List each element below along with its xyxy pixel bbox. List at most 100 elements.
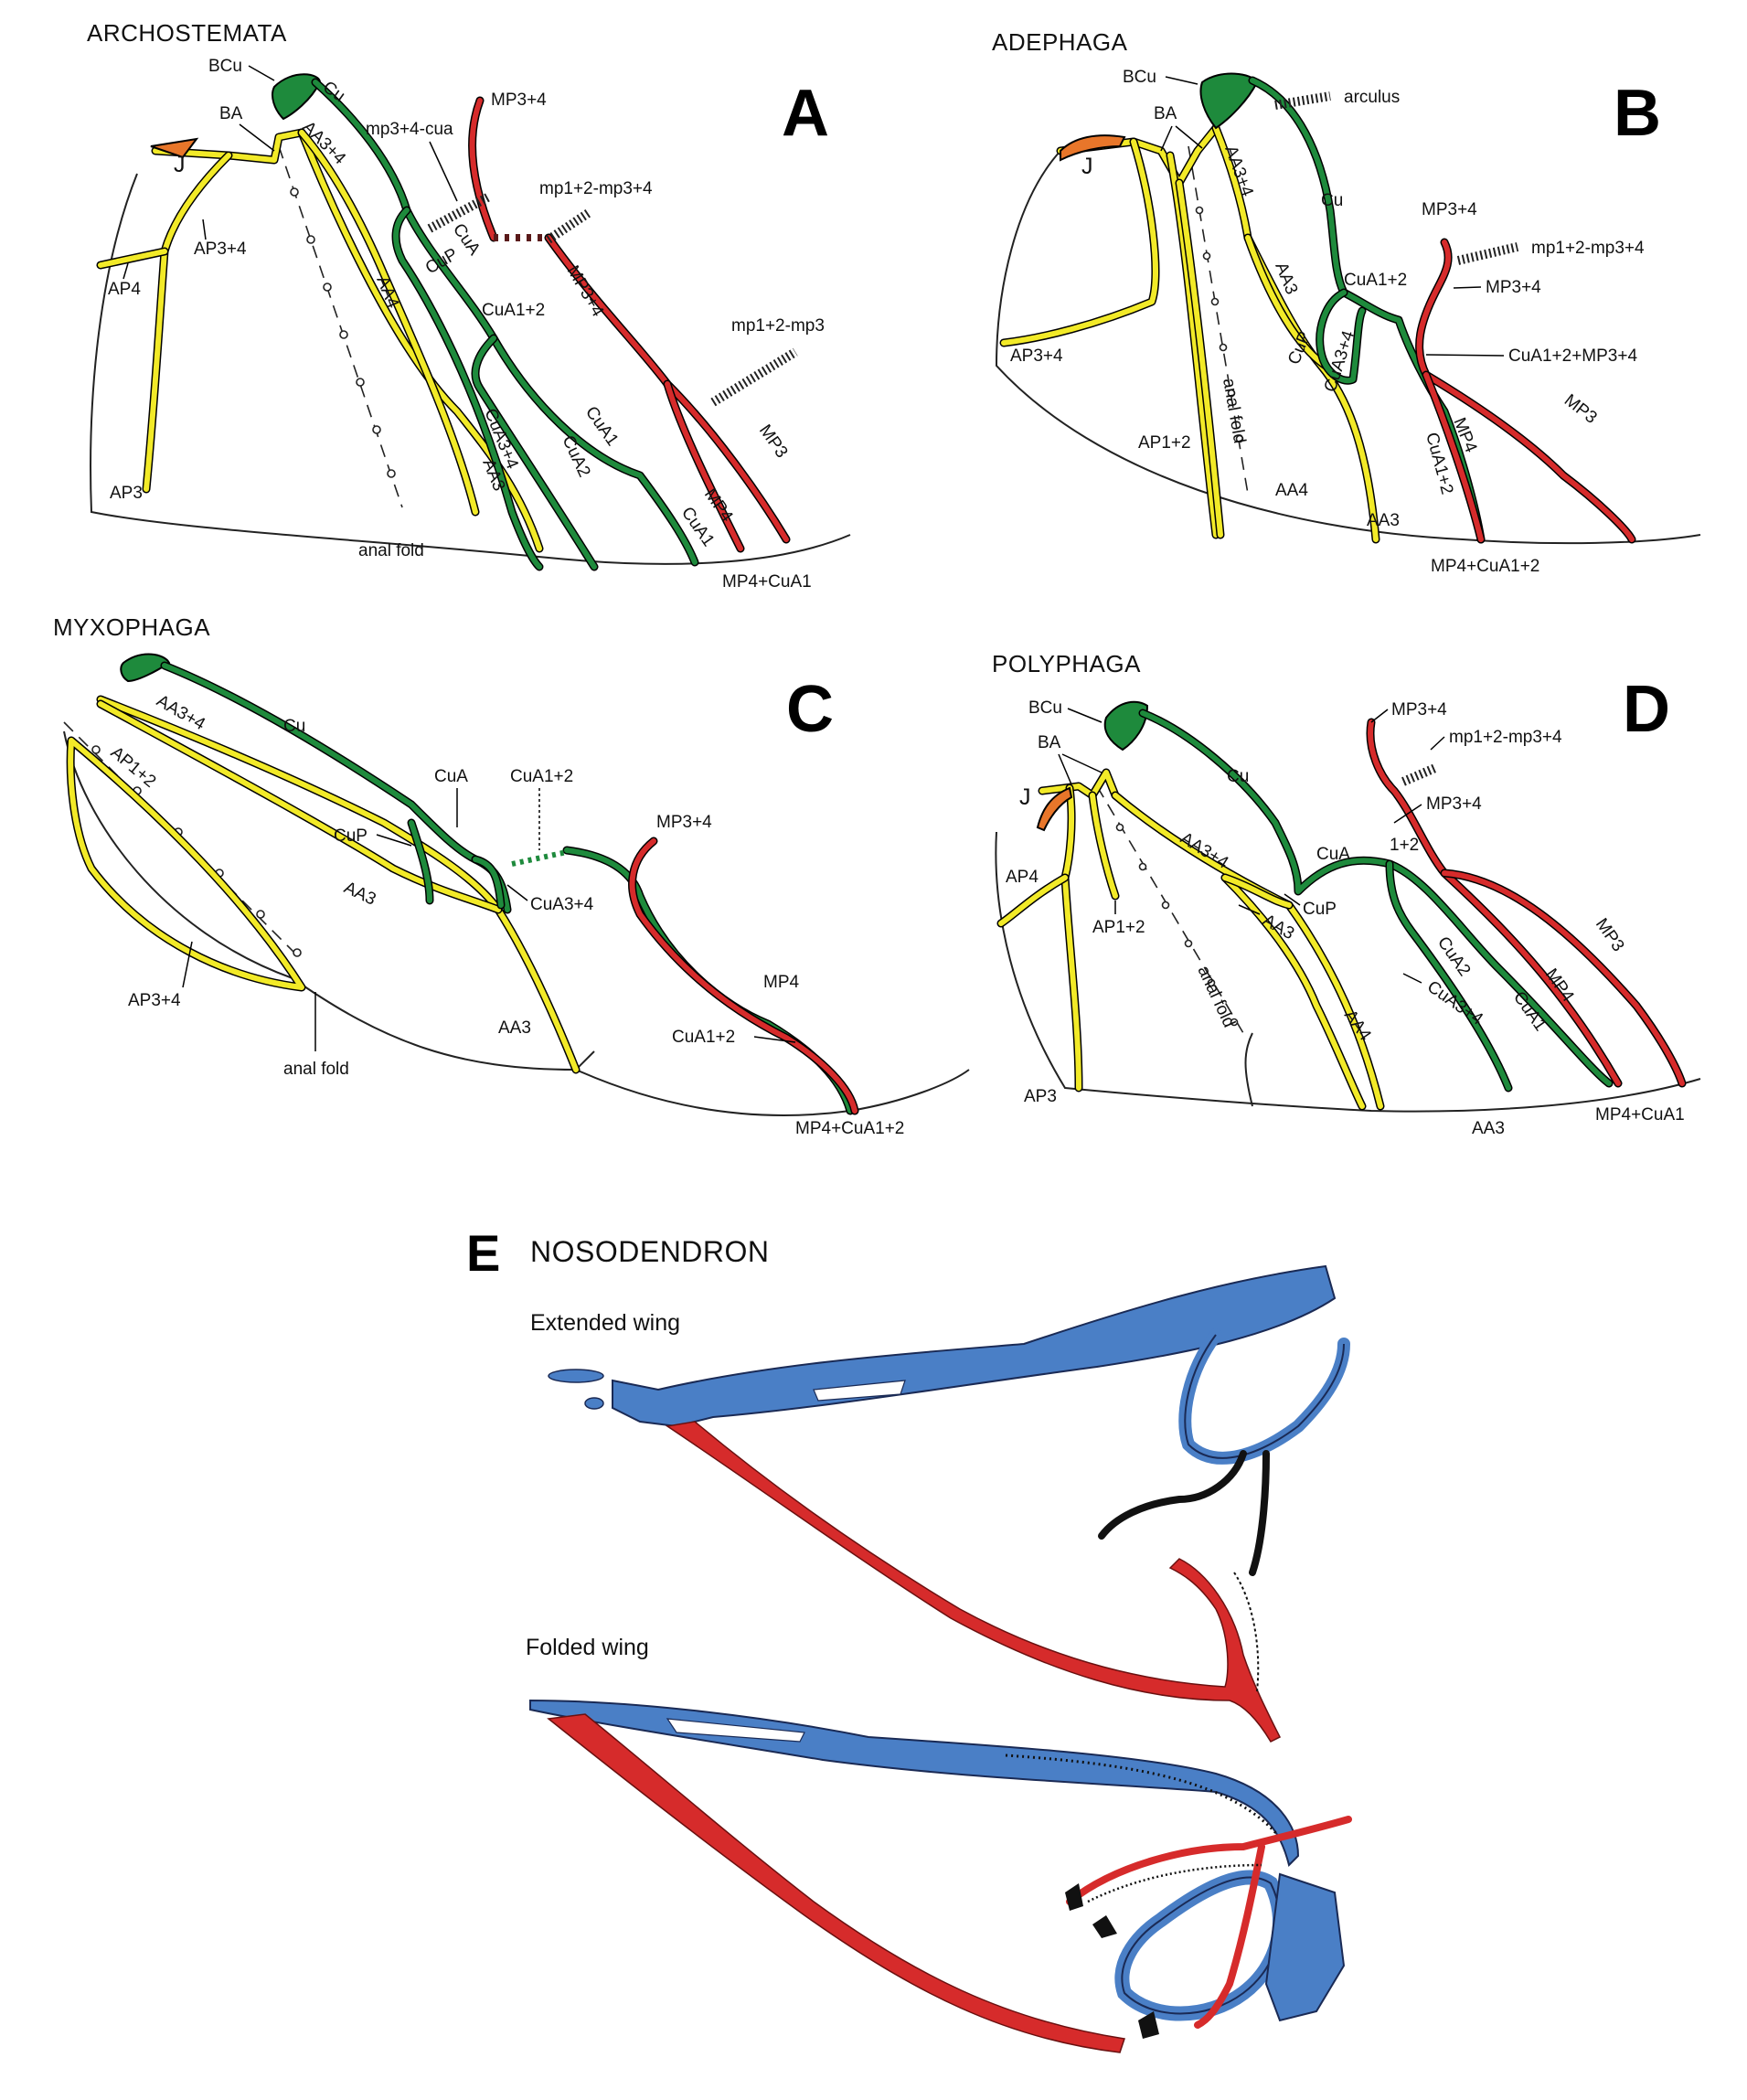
panel-d-label: mp1+2-mp3+4 [1449,728,1562,747]
panel-a-label: MP4 [700,485,737,526]
panel-b-label: AA4 [1275,481,1308,500]
panel-c-medial-veins [628,837,859,1115]
panel-c-label: AA3 [341,878,378,909]
panel-a-wing-outline [90,173,851,565]
panel-b-label: J [1081,154,1093,179]
panel-c-title: MYXOPHAGA [53,613,210,641]
panel-d-label: anal fold [1193,963,1238,1030]
panel-a-label: AP3+4 [194,240,247,259]
panel-b-label: arculus [1344,88,1400,107]
panel-c-label: AP3+4 [128,991,181,1010]
panel-a-label: BA [219,104,243,123]
panel-d-letter: D [1623,673,1670,746]
panel-e-letter: E [466,1224,500,1282]
panel-b-label: BCu [1123,68,1156,87]
panel-d-label: CuA3+4 [1423,977,1486,1029]
panel-a-medial-veins [468,96,791,553]
panel-a-label: MP3+4 [563,262,608,320]
panel-a-label: CuA2 [558,432,593,480]
panel-d-label: AP4 [1006,868,1039,887]
panel-a-anal-fold-line [278,145,403,508]
panel-d-label: CuP [1303,900,1337,919]
panel-a-label: mp3+4-cua [366,120,453,139]
panel-c-anal-fold-line [63,721,303,961]
panel-d-anal-veins [996,768,1385,1111]
panel-d-label: J [1019,784,1031,810]
panel-c: MYXOPHAGA C [53,613,970,1138]
panel-d-jugal [1036,786,1073,832]
panel-d-label: MP4+CuA1 [1595,1105,1685,1125]
panel-b-label: CuA1+2+MP3+4 [1508,346,1637,366]
panel-c-label: MP4+CuA1+2 [795,1119,904,1138]
panel-c-label: Cu [283,717,305,736]
panel-c-label: CuA [434,767,468,786]
panel-d-label: MP3 [1592,915,1628,955]
panel-a-crossvein-mp34-cua [427,192,492,233]
panel-c-cubital-veins [120,653,855,1115]
panel-a-labels: BCu Cu MP3+4 BA AA3+4 mp3+4-cua mp1+2-mp… [108,57,825,592]
panel-c-anal-veins [66,695,581,1074]
panel-d: POLYPHAGA D [992,650,1701,1138]
panel-c-label: CuP [334,826,368,846]
panel-a-label: BCu [208,57,242,76]
panel-b-label: CuA1+2 [1344,271,1407,290]
panel-b-label: anal fold [1219,377,1249,444]
panel-e-extended-wing [548,1264,1350,1743]
panel-a-cubital-veins [272,73,699,571]
panel-d-label: CuA [1316,845,1350,864]
panel-c-label: MP3+4 [656,813,712,832]
panel-a-label: mp1+2-mp3 [731,316,825,336]
panel-a-crossvein-mp12-mp3 [710,347,798,407]
panel-a-anal-veins [96,128,544,553]
panel-e: E NOSODENDRON Extended wing Folded wing [466,1224,1352,2053]
panel-b-label: Cu [1321,191,1343,210]
panel-d-label: MP3+4 [1391,700,1447,720]
panel-b-anal-fold-dots [1195,206,1244,443]
panel-b-label: MP3+4 [1486,278,1541,297]
panel-d-wing-outline [995,831,1701,1113]
panel-c-label: AP1+2 [107,743,160,792]
panel-e-title: NOSODENDRON [530,1235,770,1268]
panel-d-label: Cu [1227,767,1249,786]
panel-b-label: mp1+2-mp3+4 [1531,239,1645,258]
panel-b-crossvein-mp12-mp34 [1456,242,1519,265]
panel-e-folded-wing [529,1699,1352,2053]
panel-c-label: AA3 [498,1018,531,1038]
panel-a-label: Cu [319,78,348,106]
panel-b-wing-outline [995,150,1701,545]
panel-c-label: CuA3+4 [530,895,594,914]
panel-d-medial-veins [1366,718,1687,1088]
panel-d-label: BA [1038,733,1061,752]
panel-a-crossvein-mp12-mp34 [546,208,592,244]
panel-a-label: J [174,152,186,177]
panel-a-label: CuA1+2 [482,301,545,320]
panel-a-anal-fold-dots [290,187,396,478]
panel-a-jugal [150,137,199,159]
panel-b-label: MP4+CuA1+2 [1431,557,1539,576]
panel-a-label: MP3+4 [491,91,547,110]
panel-b-cubital-veins [1199,72,1486,544]
panel-d-crossvein-mp12-mp34 [1401,763,1437,786]
panel-a-label: anal fold [358,541,424,560]
panel-c-label: anal fold [283,1060,349,1079]
panel-b-label: AP3+4 [1010,346,1063,366]
panel-c-wing-outline [63,730,970,1116]
panel-c-label: CuA1+2 [510,767,573,786]
panel-c-letter: C [786,673,834,746]
panel-b-anal-fold-line [1188,145,1249,495]
panel-d-label: 1+2 [1390,836,1419,855]
panel-b-label: MP3+4 [1422,200,1477,219]
panel-e-folded-label: Folded wing [526,1635,649,1660]
panel-d-label: BCu [1028,698,1062,718]
panel-c-label: CuA1+2 [672,1028,735,1047]
panel-a-label: mp1+2-mp3+4 [539,179,653,198]
panel-e-extended-label: Extended wing [530,1310,680,1336]
panel-a-letter: A [782,77,829,150]
panel-a-label: AP4 [108,280,141,299]
panel-b-label: BA [1154,104,1177,123]
panel-d-label: AA3 [1472,1119,1505,1138]
panel-d-title: POLYPHAGA [992,650,1141,677]
panel-b-letter: B [1614,77,1661,150]
panel-b-medial-veins [1415,238,1636,544]
